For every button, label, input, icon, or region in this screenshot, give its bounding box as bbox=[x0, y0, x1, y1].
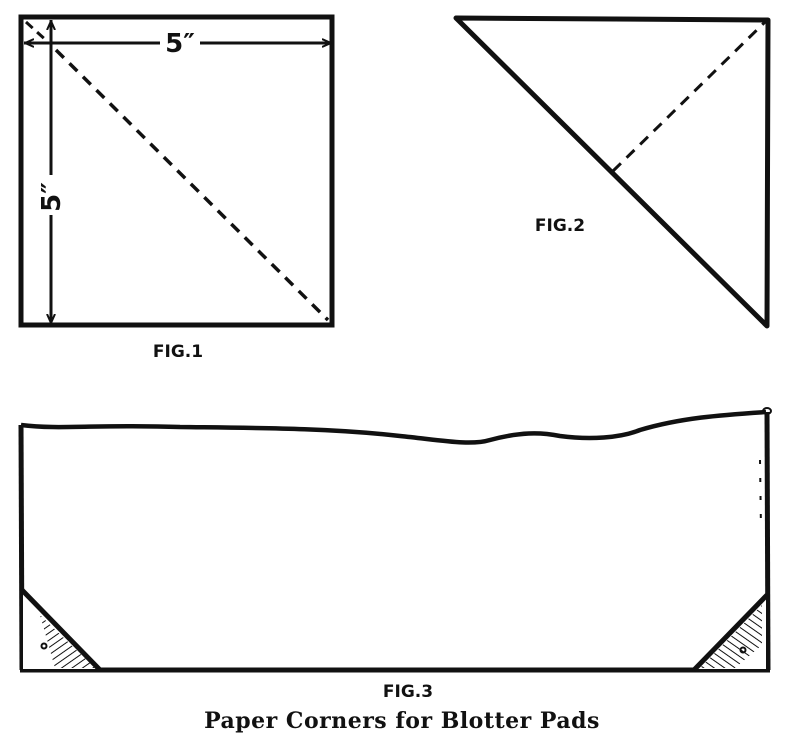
hatching bbox=[700, 605, 762, 668]
fig1-caption: FIG.1 bbox=[153, 342, 203, 362]
corner-hole-icon bbox=[739, 646, 747, 654]
diagonal-fold-line bbox=[54, 48, 330, 322]
figure-2-triangle: FIG.2 bbox=[453, 15, 771, 329]
triangle-outline bbox=[453, 15, 771, 329]
left-corner-piece bbox=[20, 587, 103, 672]
figure-caption: Paper Corners for Blotter Pads bbox=[204, 708, 600, 734]
fold-line bbox=[611, 20, 767, 173]
height-label: 5″ bbox=[37, 182, 67, 212]
figure-3-blotter-pad: FIG.3 bbox=[18, 407, 772, 702]
corner-hole-icon bbox=[40, 642, 48, 650]
torn-top-edge bbox=[20, 409, 767, 445]
fig3-caption: FIG.3 bbox=[383, 682, 433, 702]
figure-1-square: 5″ 5″ FIG.1 bbox=[18, 14, 335, 362]
square-outline bbox=[18, 14, 335, 328]
right-corner-piece bbox=[691, 592, 769, 672]
hatching bbox=[40, 615, 95, 668]
fig2-caption: FIG.2 bbox=[535, 216, 585, 236]
width-label: 5″ bbox=[165, 29, 195, 59]
